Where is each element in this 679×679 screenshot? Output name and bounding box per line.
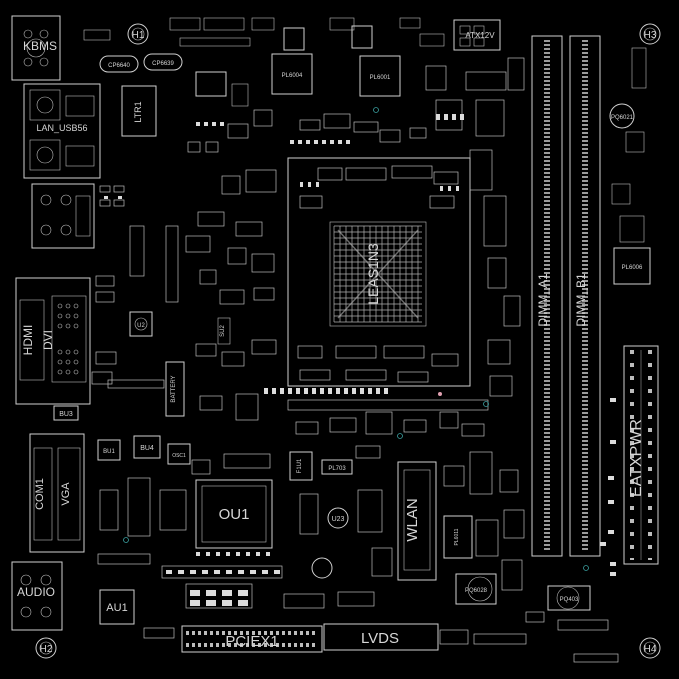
- lan-usb-connector: LAN_USB56: [23, 83, 101, 179]
- battery-label: BATTERY: [171, 375, 177, 402]
- pink-marker: [438, 392, 442, 396]
- ou1-label: OU1: [219, 506, 250, 523]
- mount-hole-h3: H3: [639, 23, 661, 45]
- h2-label: H2: [40, 644, 53, 655]
- com1-label: COM1: [34, 478, 46, 510]
- buzzer: [311, 557, 333, 579]
- su2-label: SU2: [220, 325, 226, 337]
- eatxpwr-label: EATXPWR: [628, 419, 645, 497]
- inductor-pl6006: PL6006: [613, 247, 651, 285]
- vga-label: VGA: [60, 482, 72, 506]
- cpu-label: LEAS1N3: [365, 243, 381, 305]
- chip-bu3: BU3: [53, 405, 79, 421]
- chip-f1u1: F1U1: [289, 451, 313, 481]
- osc1-label: OSC1: [172, 453, 186, 459]
- lvds-label: LVDS: [361, 630, 399, 647]
- cp6640-label: CP6640: [108, 63, 130, 69]
- transformer-ltr1: LTR1: [121, 85, 157, 137]
- bu1-label: BU1: [103, 449, 115, 455]
- chip-u2: U2: [129, 311, 153, 337]
- pciex1-slot: PCIEX1: [181, 625, 323, 653]
- hdmi-label: HDMI: [21, 325, 35, 356]
- inductor-pl6011: PL6011: [443, 515, 473, 559]
- pl703-label: PL703: [328, 466, 346, 472]
- audio-connector: AUDIO: [11, 561, 63, 631]
- pl6006-label: PL6006: [622, 265, 643, 271]
- kbms-connector: KBMS: [11, 15, 61, 81]
- battery-holder: BATTERY: [165, 361, 185, 417]
- dimm-b1-label: DIMM_B1: [574, 273, 588, 327]
- wlan-label: WLAN: [404, 498, 421, 541]
- lvds-connector: LVDS: [323, 623, 439, 651]
- oscillator-osc1: OSC1: [167, 443, 191, 465]
- bu4-label: BU4: [140, 445, 154, 452]
- mount-hole-h4: H4: [639, 637, 661, 659]
- chipset-ou1: OU1: [195, 479, 273, 549]
- fiducials: [123, 107, 589, 571]
- ltr1-label: LTR1: [133, 101, 143, 122]
- dimm-slot-a1: DIMM_A1: [531, 35, 563, 557]
- top-headers: [83, 17, 445, 47]
- transistor-pq6028: PQ6028: [455, 573, 497, 605]
- pciex1-label: PCIEX1: [225, 633, 278, 650]
- pq403-label: PQ403: [560, 597, 579, 603]
- lan-usb-label: LAN_USB56: [36, 123, 87, 133]
- pl6004-label: PL6004: [282, 73, 303, 79]
- transistor-pq403: PQ403: [547, 585, 591, 611]
- mount-hole-h2: H2: [35, 637, 57, 659]
- chip-au1: AU1: [99, 589, 135, 625]
- smd-components: [91, 57, 619, 663]
- u2-label: U2: [137, 323, 145, 329]
- u23-label: U23: [332, 516, 345, 523]
- inductor-pl6004: PL6004: [271, 53, 313, 95]
- atx12v-label: ATX12V: [465, 31, 495, 40]
- smd-pads-solid: [104, 114, 616, 606]
- chip-su2: SU2: [217, 317, 231, 345]
- cp6639-label: CP6639: [152, 61, 174, 67]
- cpu-bga-grid: [333, 225, 422, 323]
- bu3-label: BU3: [59, 411, 73, 418]
- cap-cp6639: CP6639: [143, 53, 183, 71]
- hdmi-dvi-connector: HDMI DVI: [15, 277, 91, 405]
- h4-label: H4: [644, 644, 657, 655]
- cap-cp6640: CP6640: [99, 55, 139, 73]
- transistor-pq6021: PQ6021: [609, 103, 635, 129]
- cpu-socket: LEAS1N3: [287, 157, 471, 387]
- atx12v-connector: ATX12V: [453, 19, 501, 51]
- com-vga-connector: COM1 VGA: [29, 433, 85, 553]
- dimm-a1-label: DIMM_A1: [536, 273, 550, 327]
- wlan-slot: WLAN: [397, 461, 437, 581]
- f1u1-label: F1U1: [297, 458, 303, 473]
- au1-label: AU1: [106, 602, 127, 614]
- pq6028-label: PQ6028: [465, 588, 488, 594]
- dvi-pins: [57, 303, 79, 375]
- mosfets-top: [195, 25, 373, 107]
- dvi-label: DVI: [41, 330, 55, 350]
- chip-bu1: BU1: [97, 439, 121, 461]
- eatxpwr-connector: EATXPWR: [623, 345, 659, 565]
- pq6021-label: PQ6021: [611, 115, 634, 121]
- mount-hole-h1: H1: [127, 23, 149, 45]
- kbms-label: KBMS: [23, 39, 57, 53]
- inductor-pl6001: PL6001: [359, 55, 401, 97]
- inductor-pl703: PL703: [321, 459, 353, 475]
- audio-label: AUDIO: [17, 585, 55, 599]
- h3-label: H3: [644, 30, 657, 41]
- pl6011-label: PL6011: [454, 528, 460, 545]
- h1-label: H1: [132, 30, 145, 41]
- chip-bu4: BU4: [133, 435, 161, 459]
- usb-stack-connector: [31, 183, 95, 249]
- pl6001-label: PL6001: [370, 75, 391, 81]
- chip-u23: U23: [327, 507, 349, 529]
- right-side-parts: [611, 47, 647, 243]
- dimm-slot-b1: DIMM_B1: [569, 35, 601, 557]
